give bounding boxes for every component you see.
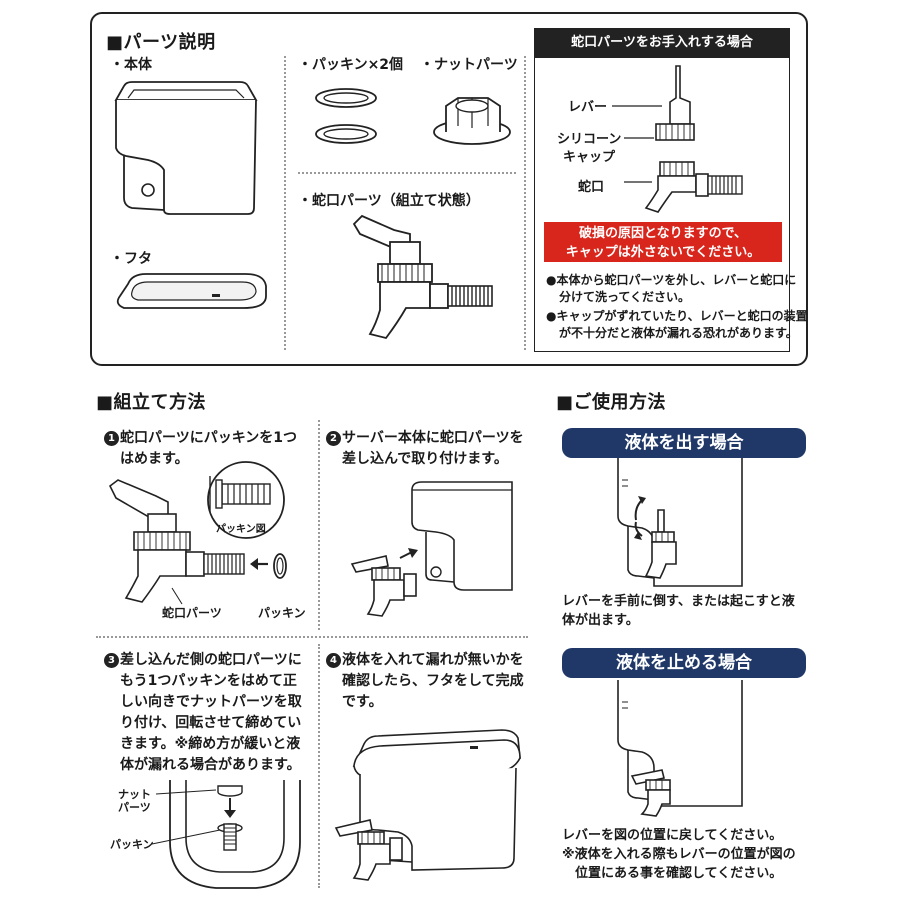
step-divider-v2 bbox=[318, 644, 320, 888]
care-exploded-illustration bbox=[612, 65, 743, 213]
step2-illustration bbox=[350, 481, 513, 617]
care-note1-line1: ●本体から蛇口パーツを外し、レバーと蛇口に bbox=[546, 273, 797, 287]
parts-panel bbox=[90, 12, 808, 366]
step2-line2: 差し込んで取り付けます。 bbox=[342, 451, 508, 467]
care-note2-line1: ●キャップがずれていたり、レバーと蛇口の装置 bbox=[546, 309, 808, 323]
step3-line4: り付け、回転させて締めてい bbox=[120, 715, 302, 731]
care-note2: ●キャップがずれていたり、レバーと蛇口の装置 が不十分だと液体が漏れる恐れがあり… bbox=[546, 308, 808, 342]
care-note1: ●本体から蛇口パーツを外し、レバーと蛇口に 分けて洗ってください。 bbox=[546, 272, 796, 306]
step3-nut-label-2: パーツ bbox=[118, 801, 151, 814]
care-note2-line2: が不十分だと液体が漏れる恐れがあります。 bbox=[559, 326, 798, 340]
care-warning-line2: キャップは外さないでください。 bbox=[565, 245, 761, 260]
step1-illustration bbox=[108, 461, 287, 605]
step-divider-h bbox=[96, 636, 528, 638]
step3-number: 3 bbox=[104, 653, 119, 668]
faucet-assembled-label: ・蛇口パーツ（組立て状態） bbox=[298, 193, 480, 209]
step3-line5: きます。※締め方が緩いと液 bbox=[120, 736, 301, 752]
care-title: 蛇口パーツをお手入れする場合 bbox=[534, 28, 790, 58]
step1-packing-label: パッキン bbox=[258, 606, 306, 620]
stop-text: レバーを図の位置に戻してください。 ※液体を入れる際もレバーの位置が図の 位置に… bbox=[562, 826, 796, 883]
step1-line2: はめます。 bbox=[120, 451, 189, 467]
step4-number: 4 bbox=[326, 653, 341, 668]
step3-nut-label-1: ナット bbox=[118, 788, 151, 801]
step1-faucet-label: 蛇口パーツ bbox=[162, 606, 222, 620]
step3-line1: 差し込んだ側の蛇口パーツに bbox=[120, 652, 302, 668]
container-body-illustration bbox=[114, 81, 258, 215]
step3-line2: もう1つパッキンをはめて正 bbox=[120, 673, 297, 689]
care-note1-line2: 分けて洗ってください。 bbox=[559, 290, 691, 304]
dispense-text: レバーを手前に倒す、または起こすと液 体が出ます。 bbox=[562, 592, 795, 630]
packing-label: ・パッキン×2個 bbox=[298, 57, 404, 73]
nut-label: ・ナットパーツ bbox=[420, 57, 518, 73]
care-warning-line1: 破損の原因となりますので、 bbox=[578, 226, 748, 241]
stop-illustration bbox=[617, 680, 743, 817]
care-cap-label-1: シリコーン bbox=[557, 132, 622, 147]
lid-label: ・フタ bbox=[110, 251, 152, 267]
care-cap-label-2: キャップ bbox=[563, 150, 616, 165]
dispense-title: 液体を出す場合 bbox=[562, 428, 806, 458]
step2-number: 2 bbox=[326, 431, 341, 446]
step4-line1: 液体を入れて漏れが無いかを bbox=[342, 652, 524, 668]
step3-illustration bbox=[151, 780, 301, 889]
usage-title: ■ご使用方法 bbox=[556, 392, 667, 413]
lid-illustration bbox=[116, 273, 267, 309]
step1-callout-label: パッキン図 bbox=[216, 524, 266, 535]
step3-packing-label: パッキン bbox=[110, 838, 154, 851]
step2-line1: サーバー本体に蛇口パーツを bbox=[342, 430, 524, 446]
care-warning-box: 破損の原因となりますので、 キャップは外さないでください。 bbox=[544, 222, 782, 262]
stop-line2: ※液体を入れる際もレバーの位置が図の bbox=[562, 847, 796, 862]
care-faucet-label: 蛇口 bbox=[578, 180, 605, 195]
packing-illustration bbox=[315, 88, 377, 144]
step3-line6: 体が漏れる場合があります。 bbox=[120, 757, 301, 773]
step4-line3: です。 bbox=[342, 694, 383, 710]
dispense-illustration bbox=[617, 458, 743, 587]
parts-divider-left bbox=[284, 56, 286, 350]
faucet-assembled-illustration bbox=[352, 214, 493, 340]
body-label: ・本体 bbox=[110, 57, 152, 73]
dispense-line1: レバーを手前に倒す、または起こすと液 bbox=[562, 594, 795, 609]
step3-nut-label: ナット パーツ bbox=[118, 788, 151, 814]
assembly-title: ■組立て方法 bbox=[96, 392, 207, 413]
parts-divider-mid bbox=[298, 172, 516, 174]
stop-line1: レバーを図の位置に戻してください。 bbox=[562, 828, 783, 843]
nut-illustration bbox=[433, 97, 511, 145]
parts-divider-right bbox=[524, 56, 526, 350]
step4-line2: 確認したら、フタをして完成 bbox=[342, 673, 524, 689]
step4-illustration bbox=[334, 729, 521, 881]
step1-line1: 蛇口パーツにパッキンを1つ bbox=[120, 430, 298, 446]
step3-line3: しい向きでナットパーツを取 bbox=[120, 694, 302, 710]
parts-title: ■パーツ説明 bbox=[106, 32, 216, 53]
dispense-line2: 体が出ます。 bbox=[562, 613, 639, 628]
stop-title: 液体を止める場合 bbox=[562, 648, 806, 678]
stop-line3: 位置にある事を確認してください。 bbox=[575, 866, 783, 881]
step-divider-v1 bbox=[318, 420, 320, 630]
step1-number: 1 bbox=[104, 431, 119, 446]
care-lever-label: レバー bbox=[568, 100, 608, 115]
